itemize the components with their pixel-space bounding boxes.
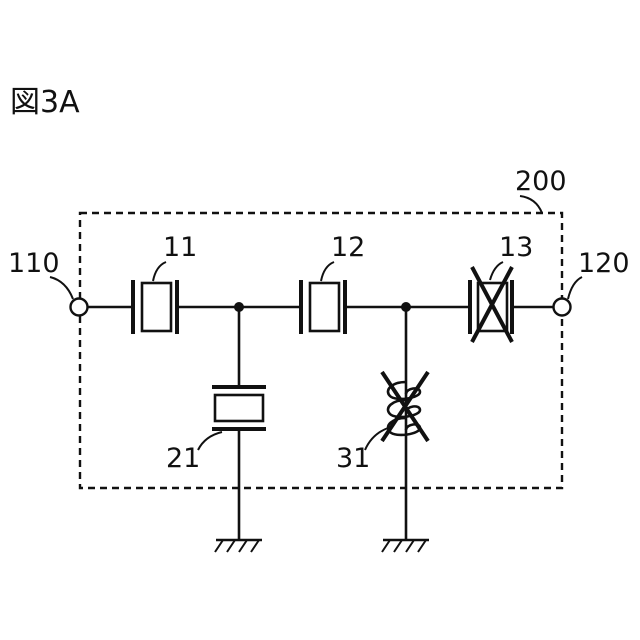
ground-symbol-2	[382, 540, 429, 552]
port-out-label: 120	[578, 248, 630, 279]
port-in-label: 110	[8, 248, 60, 279]
resonator-21-leader	[198, 432, 222, 450]
parallel-resonator-21	[212, 307, 266, 540]
resonator-13-label: 13	[499, 232, 533, 263]
port-out-terminal	[554, 299, 571, 316]
figure-label: 図3A	[10, 85, 80, 120]
series-resonator-12	[301, 280, 345, 334]
resonator-11-leader	[153, 262, 166, 281]
module-leader	[520, 196, 542, 213]
inductor-31	[382, 307, 428, 540]
resonator-11-label: 11	[163, 232, 197, 263]
port-in-terminal	[71, 299, 88, 316]
module-boundary	[80, 213, 562, 488]
resonator-13-leader	[490, 262, 503, 280]
ground-symbol-1	[215, 540, 262, 552]
port-out-leader	[568, 277, 582, 299]
module-label: 200	[515, 166, 567, 197]
port-in-leader	[50, 277, 73, 299]
resonator-12-label: 12	[331, 232, 365, 263]
resonator-21-label: 21	[166, 443, 200, 474]
series-resonator-11	[133, 280, 177, 334]
resonator-12-leader	[321, 262, 334, 281]
